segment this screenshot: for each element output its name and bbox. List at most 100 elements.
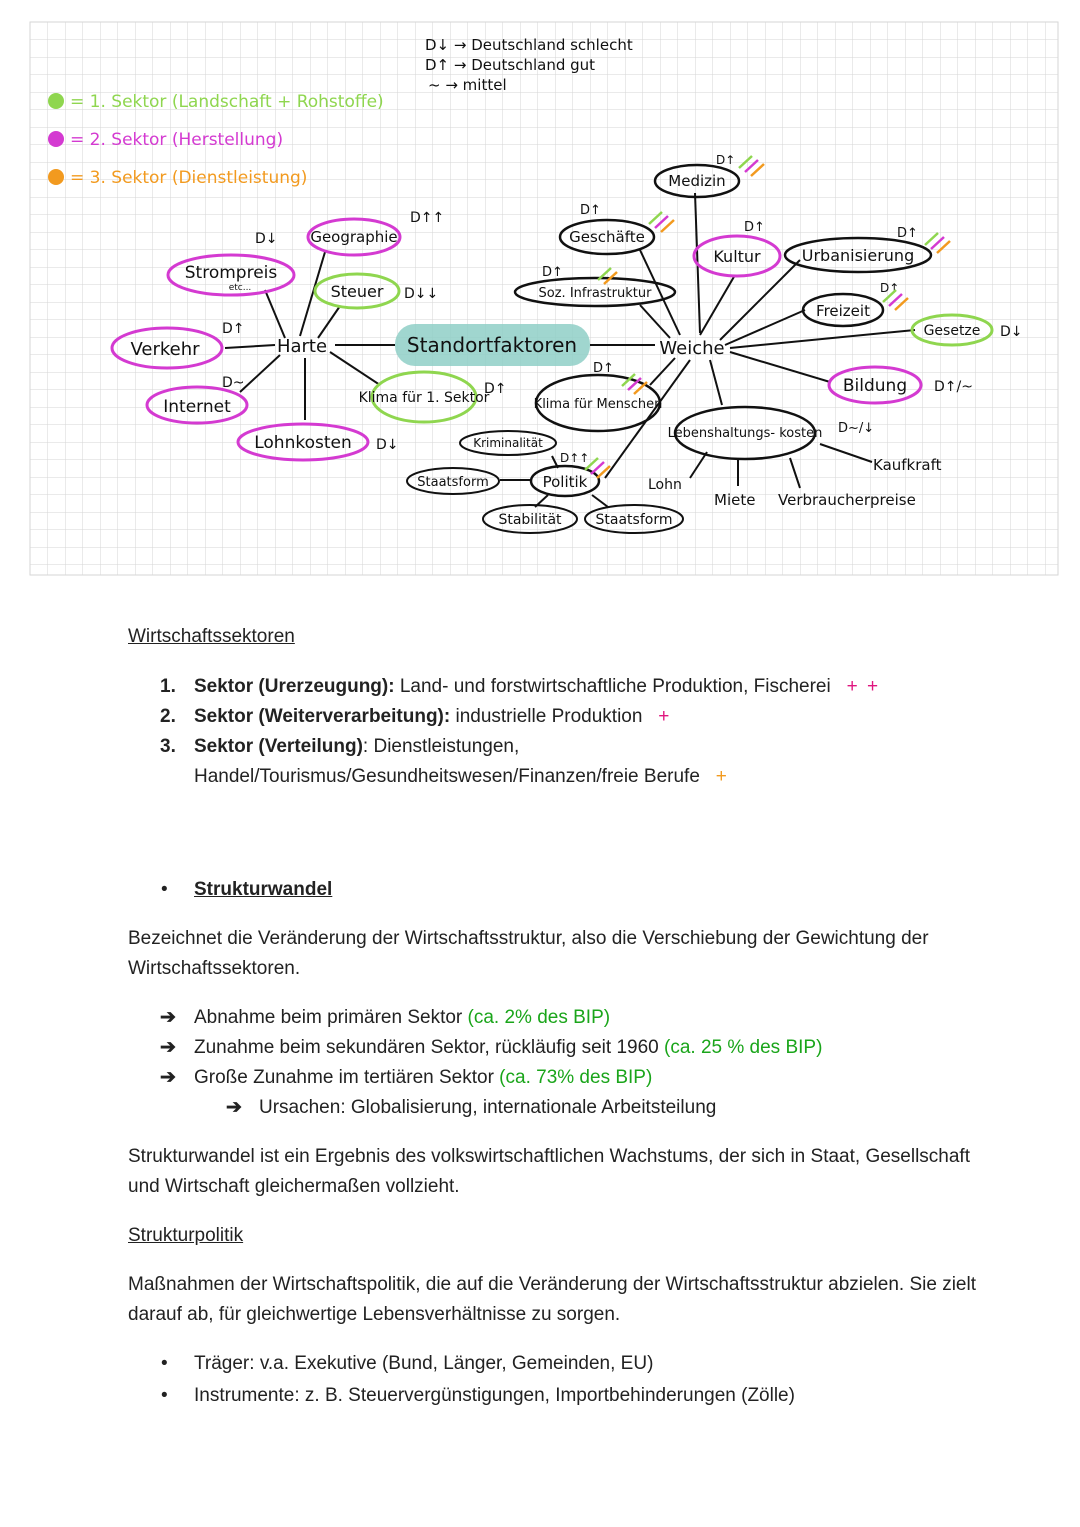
sector-term: Sektor (Verteilung) (194, 736, 363, 757)
node-bildung: Bildung (843, 376, 907, 396)
node-miete: Miete (714, 491, 755, 509)
legend-sector1: = 1. Sektor (Landschaft + Rohstoffe) (70, 92, 384, 112)
sector-number: 1. (160, 676, 176, 697)
node-gesetze-oval (910, 313, 994, 347)
bullet-text: Träger: v.a. Exekutive (Bund, Länger, Ge… (194, 1353, 654, 1374)
node-geschaefte-oval (558, 218, 656, 256)
rating-lebenshaltung: D~/↓ (838, 421, 874, 436)
sector-item-3: 3. Sektor (Verteilung): Dienstleistungen… (128, 732, 988, 792)
sector-plus-marks: + + (846, 676, 881, 697)
node-strompreis: Strompreis (185, 263, 278, 283)
sector-item-2: 2. Sektor (Weiterverarbeitung): industri… (128, 702, 988, 732)
sector-marks (584, 155, 951, 479)
rating-medizin: D↑ (716, 153, 735, 167)
rating-klima-menschen: D↑ (593, 361, 614, 376)
rating-geschaefte: D↑ (580, 203, 601, 218)
rating-lohnkosten: D↓ (376, 437, 399, 453)
node-bildung-oval (827, 365, 923, 405)
sector-description: : Dienstleistungen, (362, 736, 520, 757)
bullet-traeger: • Träger: v.a. Exekutive (Bund, Länger, … (128, 1349, 988, 1379)
node-strompreis-sub: etc... (229, 283, 252, 293)
node-kriminalitaet-oval (459, 430, 557, 456)
bullet-strukturwandel: • Strukturwandel (128, 875, 988, 905)
heading-strukturpolitik: Strukturpolitik (128, 1225, 244, 1246)
bullet-dot: • (161, 1353, 168, 1374)
sector-number: 3. (160, 736, 176, 757)
strukturwandel-result: Strukturwandel ist ein Ergebnis des volk… (128, 1146, 970, 1197)
node-staatsform-left-oval (406, 467, 500, 495)
arrow-icon: ➔ (226, 1097, 242, 1118)
sector-term: Sektor (Urerzeugung): (194, 676, 395, 697)
node-urbanisierung: Urbanisierung (802, 246, 914, 265)
bullet-dot: • (161, 1385, 168, 1406)
sector-description-cont: Handel/Tourismus/Gesundheitswesen/Finanz… (194, 766, 700, 787)
rating-bildung: D↑/~ (934, 379, 973, 395)
node-verbraucherpreise: Verbraucherpreise (778, 491, 916, 509)
sector-description: industrielle Produktion (450, 706, 643, 727)
node-strompreis-oval (166, 253, 296, 297)
node-lebenshaltung-oval (673, 405, 817, 461)
strukturpolitik-bullets: • Träger: v.a. Exekutive (Bund, Länger, … (128, 1349, 988, 1411)
sector-list: 1. Sektor (Urerzeugung): Land- und forst… (128, 672, 988, 792)
change-note: (ca. 2% des BIP) (467, 1007, 611, 1028)
soft-hub-label: Weiche (659, 338, 724, 359)
legend-dot-sector2 (48, 131, 64, 147)
legend-dot-sector3 (48, 169, 64, 185)
bullet-dot: • (161, 879, 168, 900)
mindmap-diagram: D↓ → Deutschland schlecht D↑ → Deutschla… (29, 21, 1059, 576)
legend-note-good: D↑ → Deutschland gut (425, 56, 595, 74)
node-verkehr-oval (110, 326, 224, 370)
rating-kultur: D↑ (744, 220, 765, 235)
legend-sector2: = 2. Sektor (Herstellung) (70, 130, 283, 150)
rating-politik: D↑↑ (560, 451, 589, 465)
node-politik-oval (529, 464, 601, 498)
node-politik: Politik (543, 473, 588, 491)
rating-klima-sektor: D↑ (484, 381, 507, 397)
arrow-icon: ➔ (160, 1037, 176, 1058)
bullet-text: Instrumente: z. B. Steuervergünstigungen… (194, 1385, 795, 1406)
node-kriminalitaet: Kriminalität (473, 436, 543, 450)
legend-sector3: = 3. Sektor (Dienstleistung) (70, 168, 307, 188)
document-text: Wirtschaftssektoren 1. Sektor (Urerzeugu… (128, 622, 988, 1411)
node-gesetze: Gesetze (924, 323, 981, 339)
rating-gesetze: D↓ (1000, 324, 1023, 340)
legend-note-bad: D↓ → Deutschland schlecht (425, 36, 633, 54)
rating-verkehr: D↑ (222, 321, 245, 337)
rating-strompreis: D↓ (255, 231, 278, 247)
center-node-bg (395, 324, 590, 366)
node-klima-sektor-oval (370, 370, 478, 424)
change-note: (ca. 73% des BIP) (499, 1067, 653, 1088)
legend-dot-sector1 (48, 93, 64, 109)
rating-urbanisierung: D↑ (897, 226, 918, 241)
rating-steuer: D↓↓ (404, 286, 438, 302)
sector-term: Sektor (Weiterverarbeitung): (194, 706, 451, 727)
node-soz-infrastruktur: Soz. Infrastruktur (539, 286, 653, 301)
node-staatsform-left: Staatsform (417, 475, 488, 490)
heading-strukturwandel: Strukturwandel (194, 879, 333, 900)
node-lohnkosten: Lohnkosten (254, 433, 352, 453)
node-staatsform-right-oval (584, 504, 684, 534)
node-steuer: Steuer (331, 282, 384, 301)
node-steuer-oval (313, 272, 401, 310)
sector-item-1: 1. Sektor (Urerzeugung): Land- und forst… (128, 672, 988, 702)
node-medizin: Medizin (668, 172, 725, 190)
node-klima-menschen: Klima für Menschen (534, 397, 663, 412)
node-klima-sektor: Klima für 1. Sektor (359, 390, 490, 406)
node-freizeit: Freizeit (816, 302, 870, 320)
node-medizin-oval (653, 163, 741, 199)
rating-internet: D~ (222, 375, 245, 391)
node-geographie: Geographie (310, 228, 397, 246)
node-staatsform-right: Staatsform (596, 512, 673, 528)
node-kultur: Kultur (713, 247, 761, 266)
strukturwandel-definition: Bezeichnet die Veränderung der Wirtschaf… (128, 928, 929, 979)
sector-plus-marks: + (715, 766, 727, 787)
arrow-icon: ➔ (160, 1007, 176, 1028)
node-kaufkraft: Kaufkraft (873, 456, 942, 474)
strukturpolitik-definition: Maßnahmen der Wirtschaftspolitik, die au… (128, 1274, 976, 1325)
node-geschaefte: Geschäfte (569, 228, 645, 246)
node-verkehr: Verkehr (130, 339, 200, 360)
change-note: (ca. 25 % des BIP) (664, 1037, 823, 1058)
change-text: Zunahme beim sekundären Sektor, rückläuf… (194, 1037, 664, 1058)
sector-plus-marks: + (658, 706, 670, 727)
arrow-icon: ➔ (160, 1067, 176, 1088)
